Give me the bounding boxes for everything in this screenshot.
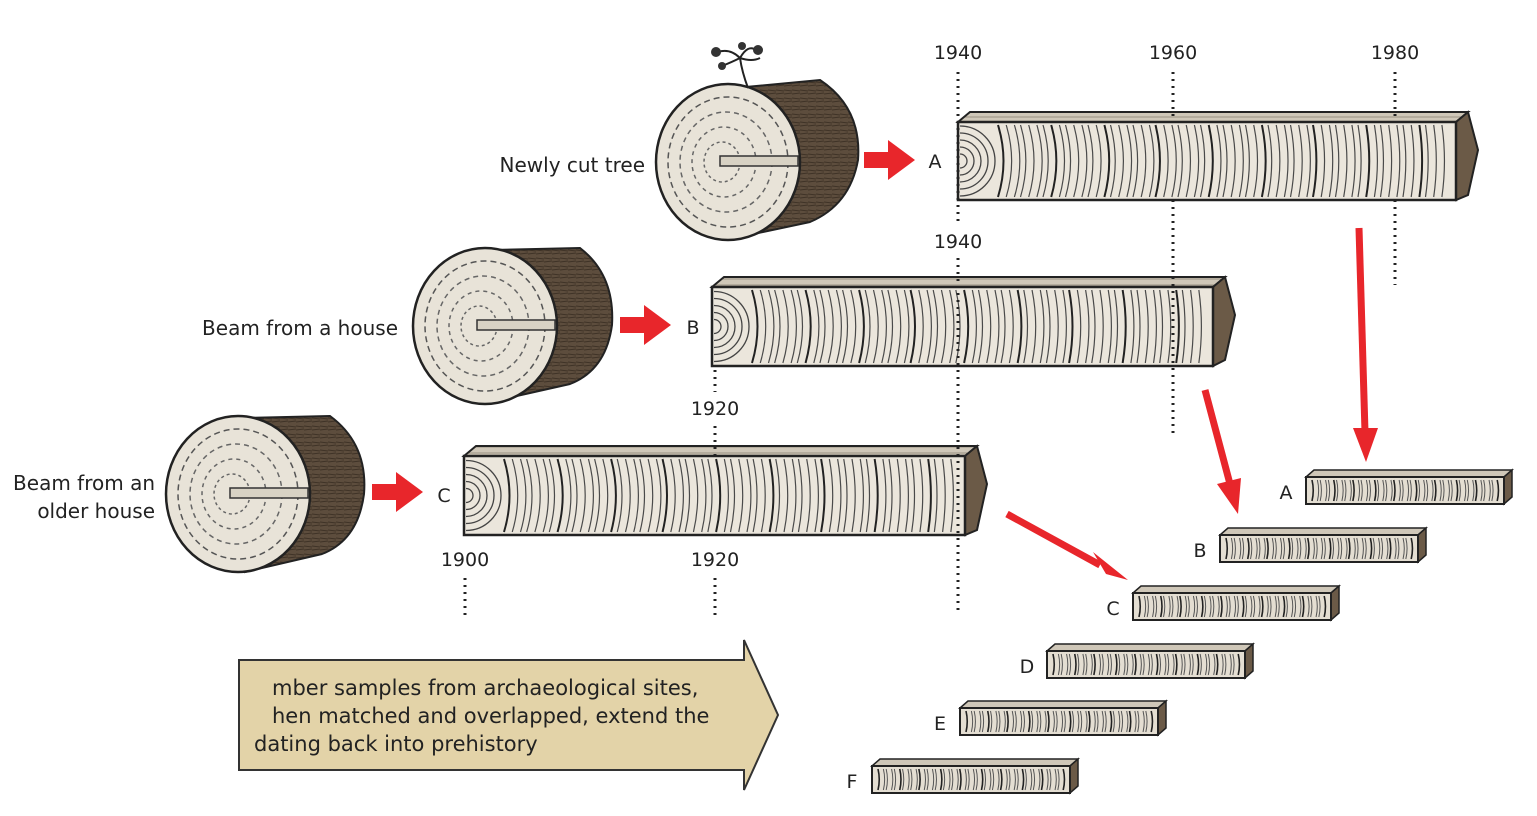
callout-arrow-box: mber samples from archaeological sites, … bbox=[238, 639, 780, 791]
core-sample-c bbox=[461, 444, 989, 537]
chronology-letter-c: C bbox=[1106, 598, 1119, 620]
arrow-log-c-to-sample bbox=[372, 472, 423, 512]
log-newly-cut-tree bbox=[654, 42, 860, 242]
year-guidelines bbox=[463, 72, 1397, 615]
chronology-letter-a: A bbox=[1280, 482, 1293, 504]
callout-line-1: mber samples from archaeological sites, bbox=[272, 676, 698, 700]
chronology-letter-f: F bbox=[847, 771, 858, 793]
chronology-staircase: A B C D E F bbox=[847, 468, 1514, 795]
year-label-b-1940: 1940 bbox=[934, 231, 982, 253]
sprout-icon bbox=[711, 42, 763, 89]
label-newly-cut-tree: Newly cut tree bbox=[500, 153, 645, 177]
chronology-letter-e: E bbox=[934, 713, 946, 735]
year-label-a-1980: 1980 bbox=[1371, 42, 1419, 64]
label-beam-house: Beam from a house bbox=[202, 316, 398, 340]
year-label-b-1920: 1920 bbox=[691, 398, 739, 420]
chronology-letter-d: D bbox=[1020, 656, 1035, 678]
callout-line-3: dating back into prehistory bbox=[254, 732, 538, 756]
sample-letter-c: C bbox=[437, 485, 450, 507]
arrow-core-b-to-chronology bbox=[1201, 389, 1241, 514]
chronology-bar-f: F bbox=[847, 757, 1080, 795]
arrow-log-a-to-sample bbox=[864, 140, 915, 180]
year-label-a-1940: 1940 bbox=[934, 42, 982, 64]
chronology-bar-a: A bbox=[1280, 468, 1514, 506]
log-beam-older-house bbox=[164, 414, 366, 574]
chronology-bar-c: C bbox=[1106, 584, 1341, 622]
label-beam-older-line2: older house bbox=[37, 499, 155, 523]
year-label-a-1960: 1960 bbox=[1149, 42, 1197, 64]
chronology-bar-d: D bbox=[1020, 642, 1255, 680]
chronology-letter-b: B bbox=[1193, 540, 1206, 562]
chronology-bar-b: B bbox=[1193, 526, 1428, 564]
arrow-log-b-to-sample bbox=[620, 305, 671, 345]
year-label-c-1900: 1900 bbox=[441, 549, 489, 571]
core-sample-b bbox=[709, 275, 1237, 368]
label-beam-older-line1: Beam from an bbox=[13, 471, 155, 495]
core-sample-a bbox=[955, 110, 1480, 202]
log-beam-house bbox=[411, 246, 614, 406]
sample-letter-b: B bbox=[686, 317, 699, 339]
year-label-c-1920: 1920 bbox=[691, 549, 739, 571]
sample-letter-a: A bbox=[929, 151, 942, 173]
arrow-core-c-to-chronology bbox=[1005, 510, 1128, 580]
arrow-core-a-to-chronology bbox=[1353, 227, 1378, 462]
callout-line-2: hen matched and overlapped, extend the bbox=[272, 704, 709, 728]
chronology-bar-e: E bbox=[934, 699, 1168, 737]
